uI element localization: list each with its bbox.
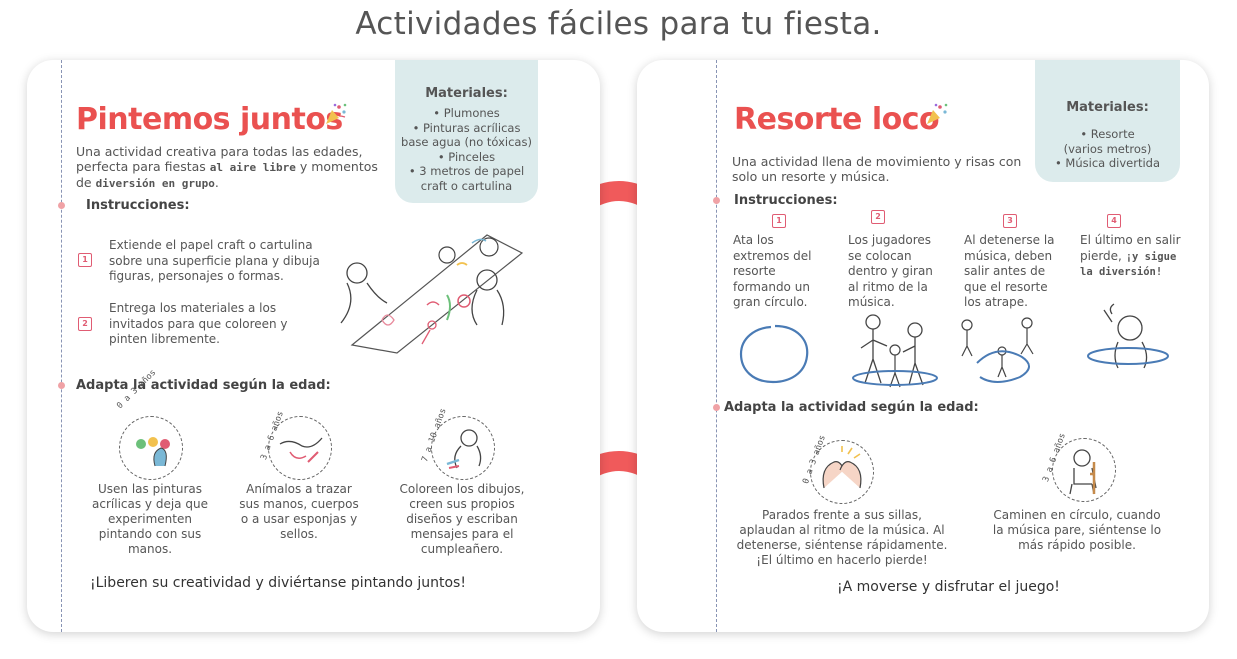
materials-item: • Pinturas acrílicas xyxy=(412,120,521,135)
card-resorte-loco: Materiales: • Resorte (varios metros) • … xyxy=(637,60,1209,632)
materials-item: • Pinceles xyxy=(437,149,496,164)
materials-item: • Resorte xyxy=(1080,127,1135,141)
closing-message: ¡A moverse y disfrutar el juego! xyxy=(837,579,1060,595)
section-bullet xyxy=(58,202,65,209)
materials-item: (varios metros) xyxy=(1063,141,1152,156)
kids-painting-illustration xyxy=(340,234,524,354)
instructions-title: Instrucciones: xyxy=(734,193,838,208)
section-bullet xyxy=(58,382,65,389)
dashed-guide-line xyxy=(716,60,717,632)
age-illustration-circle xyxy=(268,416,332,480)
adapt-title: Adapta la actividad según la edad: xyxy=(724,400,979,415)
hand-tracing-icon xyxy=(279,437,323,463)
step-number-icon: 1 xyxy=(772,214,786,228)
step-number-icon: 4 xyxy=(1107,214,1121,228)
confetti-icon xyxy=(927,103,948,124)
page-title: Actividades fáciles para tu fiesta. xyxy=(355,6,882,42)
age-illustration-circle xyxy=(1052,438,1116,502)
child-drawing-icon xyxy=(446,429,482,469)
step-number-icon: 2 xyxy=(78,317,92,331)
step-number-icon: 3 xyxy=(1003,214,1017,228)
players-escaping-illustration xyxy=(961,317,1034,383)
card-pintemos-juntos: Materiales: • Plumones • Pinturas acríli… xyxy=(27,60,600,632)
instructions-title: Instrucciones: xyxy=(86,198,190,213)
age-activity-text: Parados frente a sus sillas,aplaudan al … xyxy=(736,508,948,567)
age-illustration-circle xyxy=(431,416,495,480)
materials-item: base agua (no tóxicas) xyxy=(401,135,532,149)
hands-paint-icon xyxy=(136,437,170,467)
materials-item: • Música divertida xyxy=(1054,156,1161,170)
dashed-guide-line xyxy=(61,60,62,632)
age-illustration-circle xyxy=(810,440,874,504)
elastic-circle-illustration xyxy=(739,324,809,384)
materials-box: Materiales: • Resorte (varios metros) • … xyxy=(1035,60,1180,182)
intro-line: Una actividad creativa para todas las ed… xyxy=(76,144,363,159)
intro-line: perfecta para fiestas al aire libre y mo… xyxy=(76,159,378,174)
activity-title: Resorte loco xyxy=(734,102,940,137)
section-bullet xyxy=(713,404,720,411)
materials-box: Materiales: • Plumones • Pinturas acríli… xyxy=(395,60,538,203)
materials-title: Materiales: xyxy=(425,86,508,101)
materials-item: • 3 metros de papel xyxy=(408,164,525,178)
section-bullet xyxy=(713,197,720,204)
activity-title: Pintemos juntos xyxy=(76,102,343,137)
child-on-chair-icon xyxy=(1069,449,1097,495)
players-jumping-illustration xyxy=(852,314,938,388)
adapt-title: Adapta la actividad según la edad: xyxy=(76,378,331,393)
closing-message: ¡Liberen su creatividad y diviértanse pi… xyxy=(90,575,466,591)
step-text: El último en salir pierde, ¡y sigue la d… xyxy=(1080,233,1181,278)
materials-title: Materiales: xyxy=(1066,100,1149,115)
activity-intro: Una actividad llena de movimiento y risa… xyxy=(732,154,1022,184)
activity-intro: Una actividad creativa para todas las ed… xyxy=(76,144,396,191)
intro-line: de diversión en grupo. xyxy=(76,175,219,190)
clapping-hands-icon xyxy=(822,446,862,489)
step-number-icon: 1 xyxy=(78,253,92,267)
materials-item: • Plumones xyxy=(433,106,500,120)
confetti-icon xyxy=(326,103,347,124)
age-illustration-circle xyxy=(119,416,183,480)
child-winner-illustration xyxy=(1087,303,1169,369)
step-number-icon: 2 xyxy=(871,210,885,224)
materials-item: craft o cartulina xyxy=(420,178,513,193)
